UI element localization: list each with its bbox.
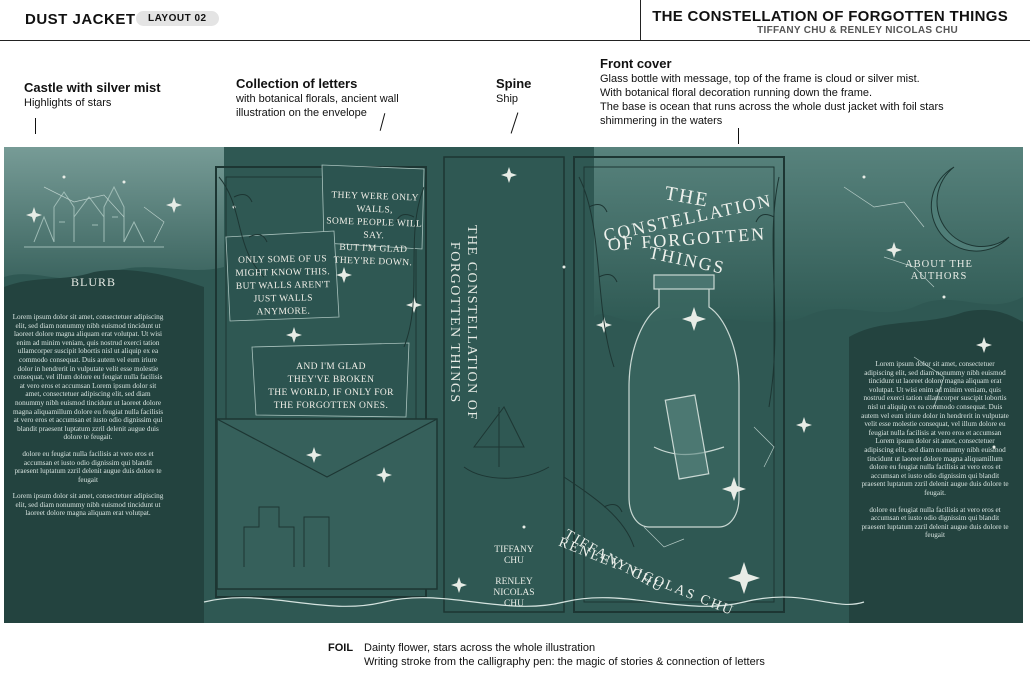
blurb-paragraph: Lorem ipsum dolor sit amet, consectetuer… [12,492,164,518]
annotation-letters-heading: Collection of letters [236,76,358,91]
envelope-flap [216,418,438,478]
ship-illustration [463,406,550,479]
foil-stars [26,167,996,594]
silver-mist-left [4,147,224,279]
glass-bottle [628,274,740,528]
foil-line-1: Dainty flower, stars across the whole il… [364,642,596,654]
annotation-castle-body: Highlights of stars [24,97,112,109]
cover-artwork [4,147,1023,623]
book-title: THE CONSTELLATION OF FORGOTTEN THINGS [652,8,1008,25]
envelope-illustration [216,418,438,590]
about-authors-label: ABOUT THE AUTHORS [905,259,973,282]
header-title: DUST JACKET [25,11,136,28]
front-frame-inner [583,166,775,603]
letter-paper-3 [251,342,410,418]
letter-paper-1 [321,164,425,250]
constellations [43,186,945,548]
spine-title: THE CONSTELLATION OF FORGOTTEN THINGS [447,225,479,421]
annotation-letters-line2: illustration on the envelope [236,107,367,119]
ocean-waves [203,596,865,607]
annotation-letters: Collection of letters with botanical flo… [236,76,399,120]
annotation-front-heading: Front cover [600,56,672,71]
castle-illustration [24,185,164,248]
blurb-panel [4,269,204,623]
spine-frame [443,156,565,613]
blurb-paragraph: Lorem ipsum dolor sit amet, consectetuer… [12,313,164,442]
authors-paragraph: dolore eu feugiat nulla facilisis at ver… [861,505,1009,540]
annotation-front-line1: Glass bottle with message, top of the fr… [600,73,920,85]
blurb-label: BLURB [71,275,117,289]
letter-paper-2 [225,230,340,322]
foil-line-2: Writing stroke from the calligraphy pen:… [364,656,765,668]
annotation-castle-heading: Castle with silver mist [24,80,161,95]
spine-author-2-mid: NICOLAS [493,588,535,598]
annotation-front-line4: shimmering in the waters [600,115,723,127]
letter-text-1: THEY WERE ONLY WALLS,SOME PEOPLE WILL SA… [326,190,423,269]
annotation-spine-pointer [510,112,519,134]
annotation-front-line3: The base is ocean that runs across the w… [600,101,944,113]
moon-crescent [930,166,1010,252]
ancient-wall [243,506,330,567]
authors-panel [849,309,1023,623]
annotation-castle-pointer [35,118,36,134]
letters-frame [215,166,427,598]
front-frame [573,156,785,613]
annotation-castle: Castle with silver mist Highlights of st… [24,80,161,110]
spine-author-2-last: CHU [503,599,525,609]
spine-author-2: RENLEY [495,577,533,587]
annotation-spine: Spine Ship [496,76,531,106]
botanical-decoration [218,176,780,548]
spine-author-1-last: CHU [503,556,525,566]
dust-jacket-illustration: BLURB Lorem ipsum dolor sit amet, consec… [4,147,1023,623]
layout-badge: LAYOUT 02 [136,11,219,26]
annotation-front-pointer [738,128,739,144]
spine-authors: TIFFANY CHU RENLEY NICOLAS CHU [482,545,546,610]
spine-author-1: TIFFANY [494,545,534,555]
annotation-letters-line1: with botanical florals, ancient wall [236,93,399,105]
authors-paragraph: Lorem ipsum dolor sit amet, consectetuer… [861,360,1009,497]
authors-text: Lorem ipsum dolor sit amet, consectetuer… [860,360,1010,548]
annotation-spine-body: Ship [496,93,519,105]
blurb-text: Lorem ipsum dolor sit amet, consectetuer… [12,313,164,526]
annotation-spine-heading: Spine [496,76,532,91]
foil-label: FOIL [328,642,354,654]
annotation-front-line2: With botanical floral decoration running… [600,87,873,99]
header-divider [640,0,641,41]
book-authors: TIFFANY CHU & RENLEY NICOLAS CHU [757,25,958,36]
front-title: THE CONSTELLATION OF FORGOTTEN THINGS [601,182,775,278]
blurb-paragraph: dolore eu feugiat nulla facilisis at ver… [14,449,162,484]
annotation-front: Front cover Glass bottle with message, t… [600,56,944,128]
header-rule [0,40,1030,41]
